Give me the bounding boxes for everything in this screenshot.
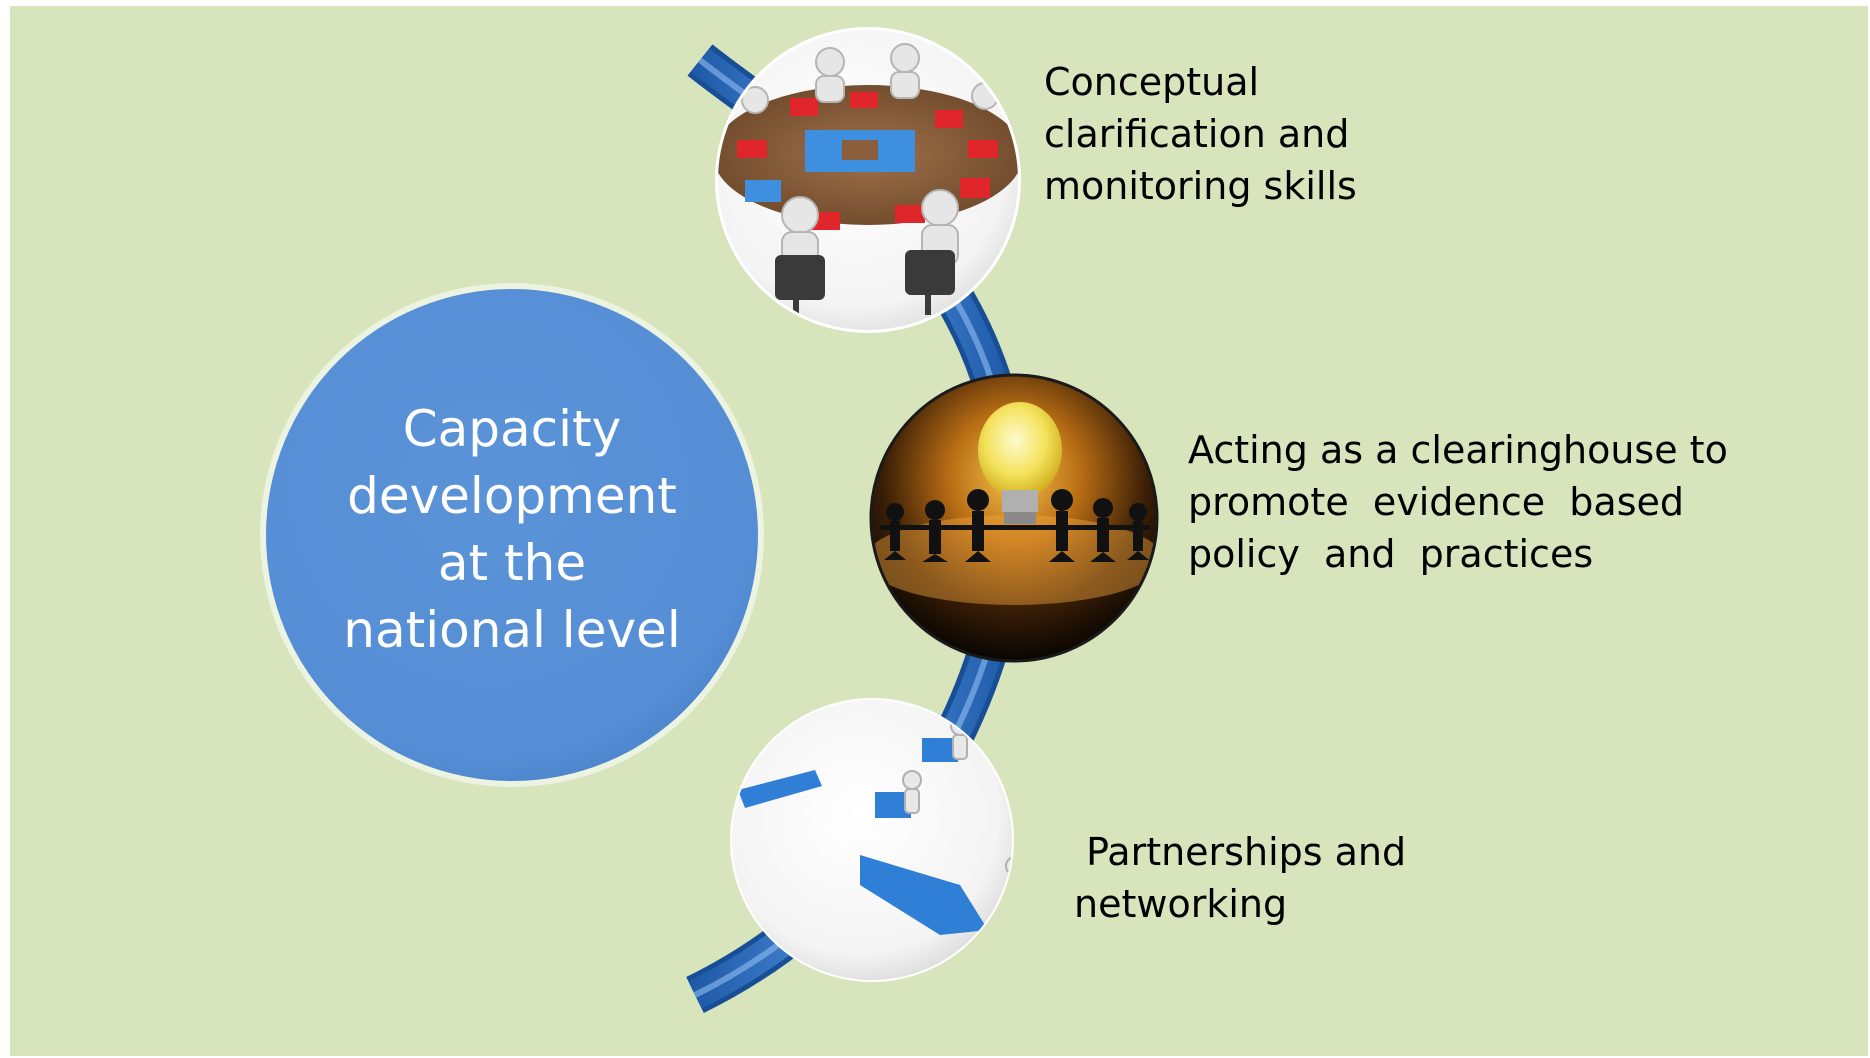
item-1-label: Conceptual clarification and monitoring … [1044, 56, 1357, 212]
item-2-line-1: Acting as a clearinghouse to [1188, 428, 1728, 472]
item-3-label: Partnerships and networking [1074, 826, 1406, 930]
center-text-line-4: national level [343, 601, 681, 659]
item-2-line-2: promote evidence based [1188, 480, 1685, 524]
item-2-line-3: policy and practices [1188, 532, 1594, 576]
item-2-label: Acting as a clearinghouse to promote evi… [1188, 424, 1728, 580]
center-circle [260, 283, 764, 787]
item-3-line-2: networking [1074, 882, 1288, 926]
item-1-line-1: Conceptual [1044, 60, 1260, 104]
item-1-line-3: monitoring skills [1044, 164, 1357, 208]
center-text-line-1: Capacity [402, 400, 622, 458]
item-3-line-1: Partnerships and [1074, 830, 1407, 874]
center-circle-text: Capacity development at the national lev… [262, 396, 762, 664]
item-1-line-2: clarification and [1044, 112, 1350, 156]
meeting-puzzle-table-image [715, 27, 1021, 333]
lightbulb-paper-people-image [869, 373, 1159, 663]
center-text-line-2: development [347, 467, 677, 525]
center-text-line-3: at the [437, 534, 587, 592]
